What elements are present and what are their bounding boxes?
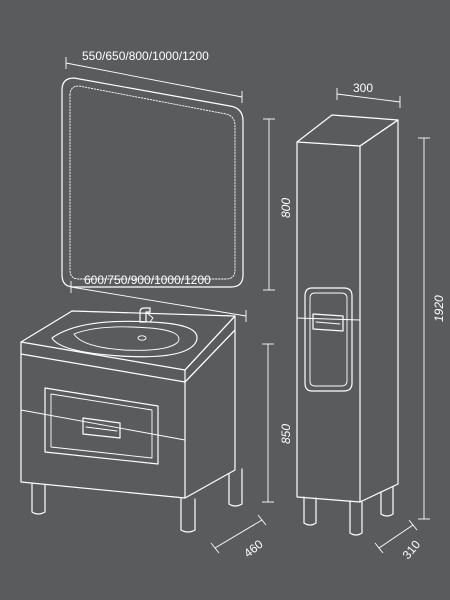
vanity-height-dimension: 850 <box>262 343 293 503</box>
mirror <box>61 77 244 288</box>
cabinet-depth-dimension: 310 <box>374 519 424 562</box>
vanity-leg-front-right <box>180 497 196 533</box>
mirror-outer-frame <box>61 77 244 288</box>
vanity-countertop-side <box>184 315 236 383</box>
tall-cabinet-front <box>296 141 361 503</box>
tall-cabinet-door-frame <box>304 287 353 392</box>
tall-cabinet <box>296 114 399 536</box>
cabinet-height-label: 1920 <box>432 295 446 322</box>
vanity-leg-back-right <box>228 468 243 507</box>
vanity-leg-front-left <box>31 483 46 515</box>
tall-cabinet-leg-front-right <box>349 500 363 536</box>
tall-cabinet-door-inner <box>309 292 348 387</box>
basin-inner <box>73 326 180 351</box>
faucet-icon <box>139 307 151 323</box>
basin-bowl <box>51 320 198 358</box>
tall-cabinet-side <box>359 119 399 503</box>
cabinet-height-dimension: 1920 <box>418 137 446 520</box>
tall-cabinet-shelf-line <box>296 317 361 321</box>
cabinet-width-dimension: 300 <box>336 81 401 108</box>
cabinet-depth-label: 310 <box>400 537 424 562</box>
mirror-inner-frame <box>69 85 236 280</box>
mirror-width-label: 550/650/800/1000/1200 <box>82 49 209 63</box>
vanity-height-label: 850 <box>279 424 293 444</box>
vanity-depth-dimension: 460 <box>210 514 267 561</box>
tall-cabinet-leg-front-left <box>303 496 317 526</box>
basin-drain <box>137 335 147 341</box>
mirror-width-dimension: 550/650/800/1000/1200 <box>65 49 243 103</box>
cabinet-width-label: 300 <box>353 81 373 95</box>
vanity-width-label: 600/750/900/1000/1200 <box>84 273 211 287</box>
vanity-unit <box>20 307 243 533</box>
vanity-drawer-inner <box>50 393 153 459</box>
vanity-drawer-handle-icon <box>82 417 121 439</box>
vanity-depth-label: 460 <box>241 537 266 561</box>
vanity-drawer-frame <box>44 387 159 465</box>
vanity-countertop-front <box>20 341 186 383</box>
tall-cabinet-leg-back-right <box>380 486 394 517</box>
mirror-height-dimension: 800 <box>263 118 293 291</box>
mirror-height-label: 800 <box>279 198 293 218</box>
vanity-countertop <box>20 310 236 371</box>
vanity-cabinet-side <box>184 329 236 499</box>
vanity-width-dimension: 600/750/900/1000/1200 <box>70 273 247 322</box>
tall-cabinet-handle-icon <box>312 313 344 332</box>
